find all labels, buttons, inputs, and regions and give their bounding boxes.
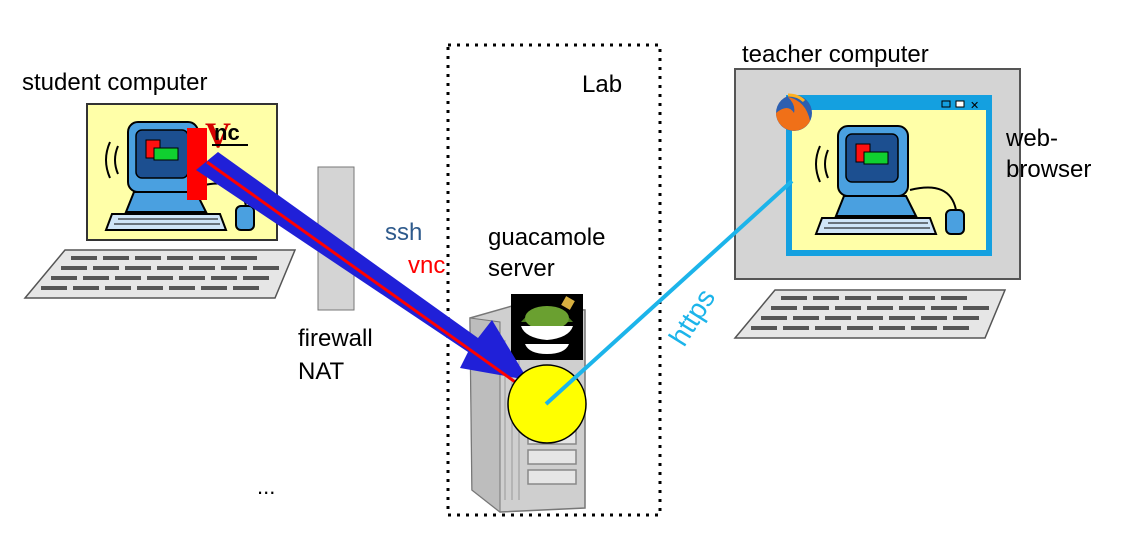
more-computers-ellipsis: ... [257, 474, 275, 499]
vnc-logo-icon: V nc [205, 115, 248, 155]
teacher-monitor: ✕ [734, 68, 1021, 339]
teacher-keyboard [734, 289, 1006, 339]
window-minimize-icon[interactable] [941, 100, 951, 108]
ssh-label: ssh [385, 219, 422, 246]
window-close-icon[interactable]: ✕ [970, 100, 979, 112]
teacher-computer-label: teacher computer [742, 41, 929, 68]
browser-label-line1: web- [1005, 125, 1058, 152]
firewall-label-line2: NAT [298, 358, 345, 385]
svg-text:V: V [205, 115, 231, 155]
vnc-logo-text: nc [214, 120, 240, 145]
https-connection-line [544, 179, 794, 406]
vnc-server-bar [187, 128, 207, 200]
firewall-label-line1: firewall [298, 325, 373, 352]
firefox-icon [776, 93, 812, 131]
lab-label: Lab [582, 71, 622, 98]
ssh-tunnel-arrow [196, 152, 528, 380]
server-label-line1: guacamole [488, 224, 605, 251]
guacamole-logo-icon [511, 294, 583, 360]
browser-window: ✕ [786, 95, 992, 256]
vnc-connection-line [206, 160, 547, 406]
browser-label-line2: browser [1006, 156, 1091, 183]
student-computer-label: student computer [22, 69, 207, 96]
student-keyboard [24, 249, 296, 299]
window-maximize-icon[interactable] [955, 100, 965, 108]
server-label-line2: server [488, 255, 555, 282]
https-label: https [663, 283, 721, 351]
vnc-label: vnc [408, 252, 445, 279]
